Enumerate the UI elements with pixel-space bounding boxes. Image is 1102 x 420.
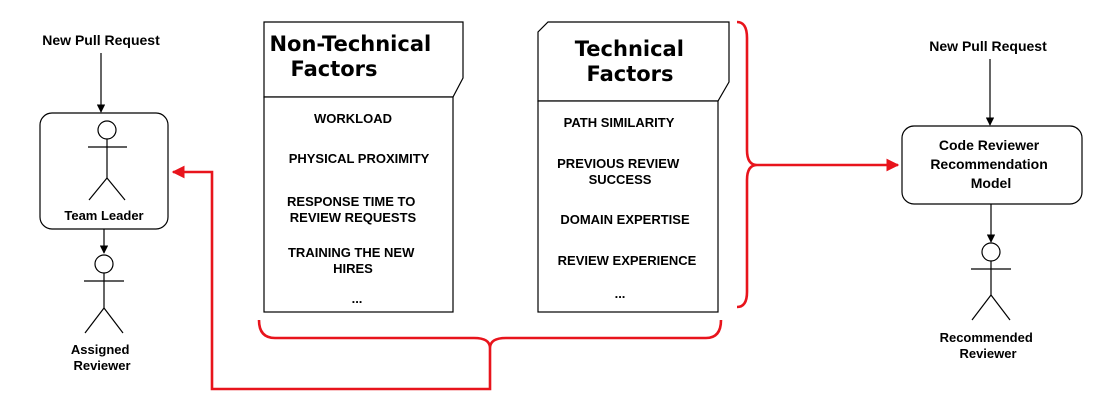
team-leader-icon bbox=[88, 120, 127, 201]
technical-item-more: ... bbox=[615, 286, 626, 301]
technical-item-review-experience: REVIEW EXPERIENCE bbox=[558, 253, 697, 268]
left-input-label: New Pull Request bbox=[42, 32, 160, 48]
red-arrow-to-team-leader bbox=[171, 165, 492, 391]
technical-item-domain-expertise: DOMAIN EXPERTISE bbox=[560, 212, 690, 227]
right-input-label: New Pull Request bbox=[929, 38, 1047, 54]
recommended-reviewer-label: Recommended Reviewer bbox=[940, 330, 1037, 361]
non-technical-title: Non-Technical Factors bbox=[269, 32, 438, 81]
recommendation-model-label: Code Reviewer Recommendation Model bbox=[930, 137, 1051, 191]
technical-item-previous-review-success: PREVIOUS REVIEW SUCCESS bbox=[557, 156, 683, 187]
assigned-reviewer-label: Assigned Reviewer bbox=[71, 342, 133, 373]
non-technical-item-physical-proximity: PHYSICAL PROXIMITY bbox=[289, 151, 430, 166]
assigned-reviewer-icon bbox=[84, 254, 124, 334]
non-technical-item-response-time: RESPONSE TIME TO REVIEW REQUESTS bbox=[287, 194, 419, 225]
team-leader-label: Team Leader bbox=[64, 208, 143, 223]
non-technical-item-workload: WORKLOAD bbox=[314, 111, 392, 126]
recommendation-model-box bbox=[901, 125, 1083, 205]
technical-title: Technical Factors bbox=[575, 37, 691, 86]
recommended-reviewer-icon bbox=[971, 242, 1011, 321]
non-technical-factors-box bbox=[263, 21, 464, 313]
non-technical-item-training: TRAINING THE NEW HIRES bbox=[288, 245, 418, 276]
bottom-curly-bracket bbox=[257, 319, 723, 349]
non-technical-item-more: ... bbox=[352, 291, 363, 306]
technical-item-path-similarity: PATH SIMILARITY bbox=[564, 115, 675, 130]
right-curly-bracket bbox=[736, 20, 758, 309]
technical-factors-box bbox=[537, 21, 730, 313]
